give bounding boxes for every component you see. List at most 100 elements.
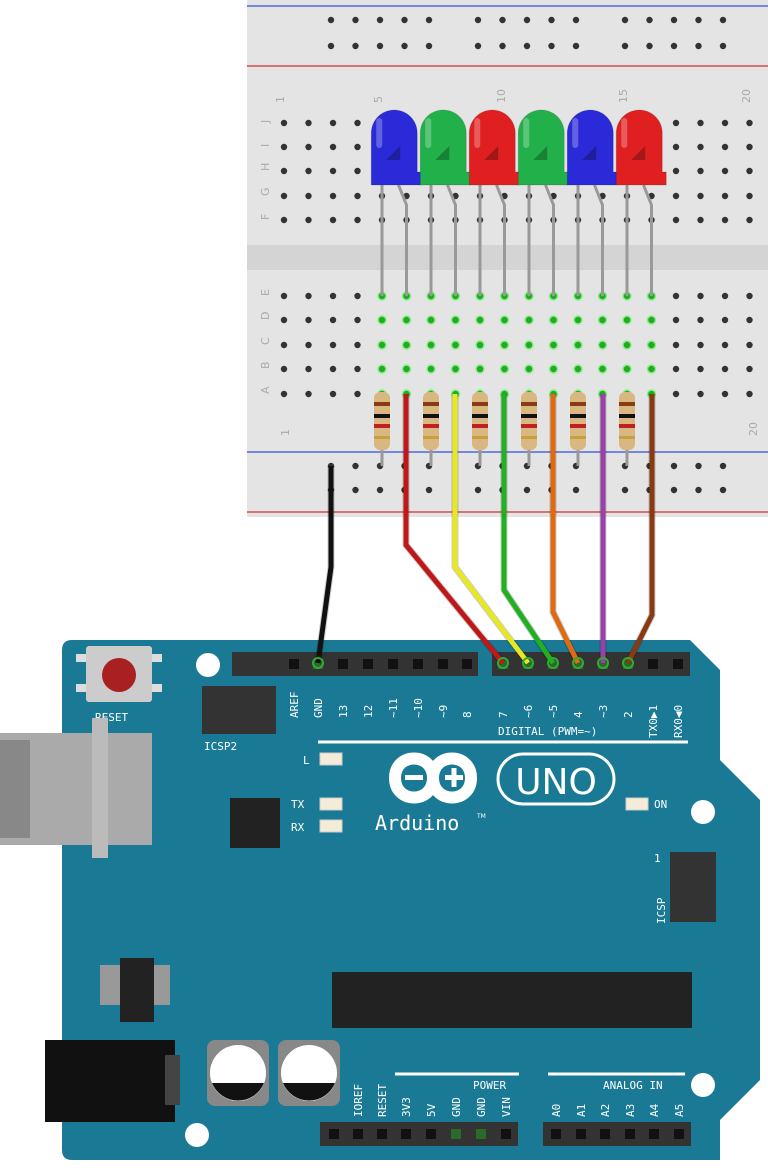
breadboard-hole	[721, 316, 729, 324]
digital-pin-label: 7	[497, 711, 510, 718]
breadboard-hole	[672, 216, 680, 224]
header-pin[interactable]	[523, 659, 533, 669]
digital-pin-label: 8	[461, 711, 474, 718]
row-letter: E	[259, 289, 272, 296]
rail-hole	[401, 16, 408, 24]
header-pin[interactable]	[649, 1129, 659, 1139]
header-pin[interactable]	[462, 659, 472, 669]
header-pin[interactable]	[501, 1129, 511, 1139]
header-pin[interactable]	[551, 1129, 561, 1139]
breadboard-hole	[746, 119, 753, 127]
header-pin[interactable]	[648, 659, 658, 669]
icsp-header	[670, 852, 716, 922]
led-red	[468, 109, 520, 296]
breadboard-hole	[697, 341, 704, 349]
led-on-label: ON	[654, 798, 667, 811]
header-pin[interactable]	[548, 659, 558, 669]
analog-pin-label: A1	[575, 1104, 588, 1117]
wire-end	[547, 657, 559, 669]
breadboard-hole	[305, 316, 312, 324]
rail-hole	[376, 16, 384, 24]
breadboard-hole	[548, 340, 559, 350]
analog-pin-label: A3	[624, 1104, 637, 1117]
capacitor	[207, 1040, 269, 1106]
led-on	[625, 797, 649, 811]
breadboard-hole	[746, 167, 753, 175]
header-pin[interactable]	[576, 1129, 586, 1139]
column-numbers-bottom: 1 20	[279, 422, 760, 436]
header-pin[interactable]	[413, 659, 423, 669]
wire-to-pin-7[interactable]	[403, 394, 505, 665]
wire-to-pin-4[interactable]	[550, 394, 581, 665]
breadboard-hole	[697, 390, 704, 398]
wire-end	[497, 657, 509, 669]
reset-button[interactable]	[76, 646, 162, 702]
breadboard-hole	[646, 364, 657, 374]
rail-hole	[425, 16, 433, 24]
breadboard-hole	[354, 390, 361, 398]
header-pin[interactable]	[498, 659, 508, 669]
breadboard-hole	[329, 365, 337, 373]
rail-hole	[719, 16, 727, 24]
header-pin[interactable]	[338, 659, 348, 669]
row-letter: A	[259, 386, 272, 394]
voltage-regulator	[100, 958, 170, 1022]
atmega-chip	[332, 972, 692, 1028]
breadboard-hole	[548, 364, 559, 374]
analog-label: ANALOG IN	[603, 1079, 663, 1092]
header-pin[interactable]	[598, 659, 608, 669]
breadboard-hole	[450, 364, 461, 374]
breadboard-hole	[697, 119, 704, 127]
header-pin[interactable]	[625, 1129, 635, 1139]
header-pin[interactable]	[674, 1129, 684, 1139]
rail-hole	[621, 16, 629, 24]
wire-end	[597, 657, 609, 669]
header-pin[interactable]	[673, 659, 683, 669]
breadboard-hole	[622, 315, 632, 325]
led-tx-label: TX	[291, 798, 305, 811]
wire-to-pin-5[interactable]	[501, 394, 556, 665]
header-pin[interactable]	[388, 659, 398, 669]
digital-pin-label: GND	[312, 698, 325, 718]
led-blue	[566, 109, 618, 296]
led-rx-label: RX	[291, 821, 305, 834]
wire-to-pin-6[interactable]	[452, 394, 530, 665]
led-green	[419, 109, 471, 296]
header-pin[interactable]	[377, 1129, 387, 1139]
breadboard-hole	[499, 315, 510, 325]
breadboard-hole	[721, 216, 729, 224]
breadboard-hole	[354, 143, 361, 151]
breadboard-hole	[280, 119, 288, 127]
digital-pin-label: 12	[362, 705, 375, 718]
breadboard-hole	[329, 119, 337, 127]
breadboard-hole	[721, 192, 729, 200]
breadboard-hole	[354, 292, 361, 300]
breadboard-hole	[646, 340, 657, 350]
header-pin[interactable]	[353, 1129, 363, 1139]
header-pin[interactable]	[289, 659, 299, 669]
header-pin[interactable]	[438, 659, 448, 669]
header-pin[interactable]	[451, 1129, 461, 1139]
header-pin[interactable]	[329, 1129, 339, 1139]
rail-hole	[719, 486, 727, 494]
wire-to-pin-2[interactable]	[625, 394, 655, 665]
header-pin[interactable]	[600, 1129, 610, 1139]
rail-hole	[621, 42, 629, 50]
breadboard-hole	[646, 315, 657, 325]
breadboard-hole	[721, 167, 729, 175]
wire-to-pin-GND[interactable]	[315, 466, 334, 664]
header-pin[interactable]	[573, 659, 583, 669]
header-pin[interactable]	[476, 1129, 486, 1139]
digital-pin-label: 13	[337, 705, 350, 718]
header-pin[interactable]	[426, 1129, 436, 1139]
breadboard-hole	[426, 364, 436, 374]
rail-hole	[376, 486, 384, 494]
breadboard-hole	[622, 364, 632, 374]
header-pin[interactable]	[363, 659, 373, 669]
mount-hole	[691, 1073, 715, 1097]
header-pin[interactable]	[623, 659, 633, 669]
row-letter: C	[259, 337, 272, 345]
header-pin[interactable]	[313, 659, 323, 669]
header-pin[interactable]	[401, 1129, 411, 1139]
